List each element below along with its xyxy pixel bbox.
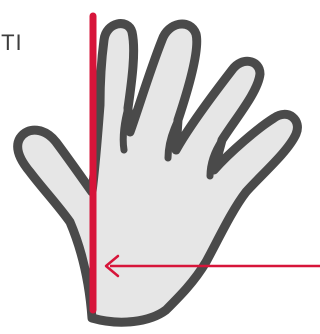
hand-icon — [18, 24, 298, 323]
